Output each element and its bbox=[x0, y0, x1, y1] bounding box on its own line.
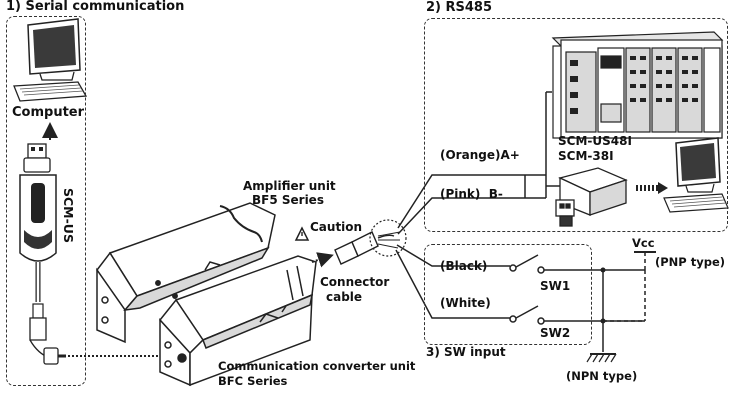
connector-cable-label-2: cable bbox=[326, 290, 363, 304]
computer-icon bbox=[13, 18, 88, 102]
section-title-serial: 1) Serial communication bbox=[6, 0, 185, 14]
section-title-rs485: 2) RS485 bbox=[426, 0, 493, 15]
white-wire-label: (White) bbox=[440, 296, 491, 310]
amplifier-unit-label: Amplifier unit bbox=[243, 179, 336, 193]
rs485-section-box bbox=[424, 18, 728, 232]
bf5-series-label: BF5 Series bbox=[252, 193, 324, 207]
pink-b-label: (Pink) B- bbox=[440, 187, 503, 201]
connector-cable-drawing bbox=[311, 231, 395, 268]
usb-plug-icon bbox=[19, 143, 66, 365]
sw-input-section-box bbox=[424, 244, 592, 345]
warning-triangle-icon bbox=[294, 226, 310, 241]
sw2-label: SW2 bbox=[540, 326, 571, 340]
converter-unit-label: Communication converter unit bbox=[218, 359, 416, 373]
computer-icon bbox=[663, 137, 729, 213]
amplifier-unit-drawing bbox=[96, 202, 317, 387]
scm-us-label: SCM-US bbox=[61, 188, 76, 243]
sw1-label: SW1 bbox=[540, 279, 571, 293]
connector-cable-label-1: Connector bbox=[320, 275, 390, 289]
bfc-series-label: BFC Series bbox=[218, 374, 288, 388]
converter-box-icon bbox=[555, 167, 628, 227]
plc-module-icon bbox=[551, 31, 724, 139]
section-title-sw-input: 3) SW input bbox=[426, 345, 506, 359]
wires bbox=[395, 91, 656, 363]
caution-label: Caution bbox=[310, 220, 363, 234]
vcc-label: Vcc bbox=[632, 236, 655, 250]
pnp-type-label: (PNP type) bbox=[655, 255, 726, 269]
scm-us48i-label: SCM-US48I bbox=[558, 134, 632, 148]
scm-38i-label: SCM-38I bbox=[558, 149, 614, 163]
orange-a-label: (Orange)A+ bbox=[440, 148, 520, 162]
black-wire-label: (Black) bbox=[440, 259, 488, 273]
npn-type-label: (NPN type) bbox=[566, 369, 638, 383]
serial-section-box bbox=[6, 16, 86, 386]
computer-label: Computer bbox=[12, 105, 85, 120]
